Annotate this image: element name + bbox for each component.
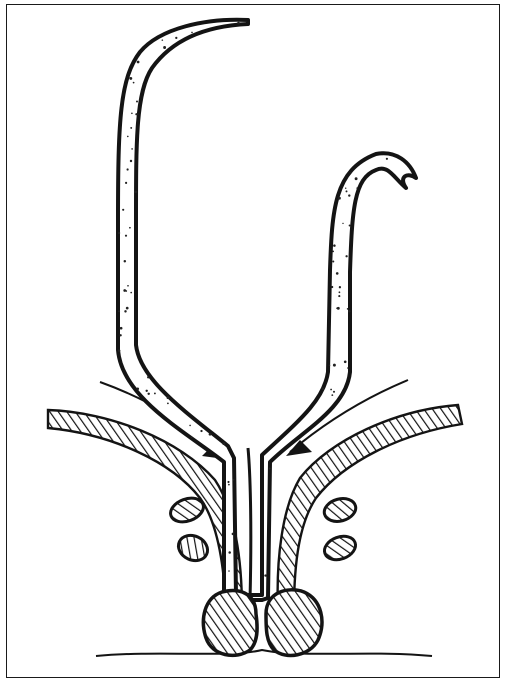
stipple-dot [329,365,331,367]
stipple-dot [162,39,164,41]
stipple-dot [336,272,339,275]
right-lower-node [321,532,359,564]
stipple-dot [175,37,177,39]
stipple-dot [232,533,235,536]
stipple-dot [348,194,350,196]
stipple-dot [127,136,129,138]
stipple-dot [228,551,231,554]
stipple-dot [333,364,336,367]
stipple-dot [338,295,340,297]
stipple-dot [136,387,139,390]
stipple-dot [333,391,335,393]
right-diagonal-band [278,405,462,610]
stipple-dot [167,403,169,405]
stipple-dot [228,570,230,572]
tube-septum [248,448,251,600]
stipple-dot [129,227,131,229]
stipple-dot [345,187,346,188]
stipple-dot [120,327,123,330]
stipple-dot [130,127,132,129]
stipple-dot [209,433,212,436]
stipple-dot [163,46,166,49]
stipple-dot [130,160,132,162]
stipple-dot [167,396,170,399]
stipple-dot [346,190,348,192]
stipple-dot [331,286,333,288]
stipple-dot [126,307,129,310]
stipple-dot [137,61,140,64]
stipple-dot [386,158,388,160]
stipple-dot [338,197,341,200]
stipple-dot [348,310,350,312]
stipple-dot [233,479,235,481]
stipple-dot [200,430,202,432]
stipple-dot [122,209,124,211]
y-shaped-tube [118,20,416,600]
stipple-dot [350,172,352,174]
stipple-dot [227,481,229,483]
stipple-dot [137,113,139,115]
stipple-dot [136,101,138,103]
stipple-dot [331,394,333,396]
stipple-dot [154,392,156,394]
right-upper-node [322,495,359,525]
stipple-dot [355,177,358,180]
left-base-mass [203,591,257,656]
stipple-dot [130,292,132,294]
stipple-dot [344,360,347,363]
stipple-dot [147,393,149,395]
stipple-dot [191,32,193,34]
stipple-dot [228,484,230,486]
stipple-dot [131,113,133,115]
tube-outline [118,20,416,600]
stipple-dot [118,232,120,234]
stipple-dot [333,244,336,247]
stipple-dot [264,574,266,576]
stipple-dot [118,349,121,352]
stipple-dot [269,468,271,470]
stipple-dot [189,425,191,427]
stipple-dot [339,291,341,293]
right-base-mass [266,590,322,656]
stipple-dot [342,223,343,224]
stipple-dot [356,187,358,189]
stipple-dot [322,387,324,389]
stipple-dot [125,235,127,237]
stipple-dot [127,285,129,287]
stipple-dot [129,77,132,80]
stipple-dot [347,308,349,310]
stipple-dot [131,148,133,150]
base-line [96,650,432,656]
stipple-dot [118,310,120,312]
stipple-dot [330,389,332,391]
stipple-dot [123,289,126,292]
stipple-dot [347,367,349,369]
stipple-dot [124,310,126,312]
stipple-dot [237,22,240,25]
stipple-dot [125,182,127,184]
stipple-dot [191,437,193,439]
stipple-dot [119,334,121,336]
stipple-dot [222,442,225,445]
stipple-dot [134,190,137,193]
stipple-dot [127,168,129,170]
stipple-dot [339,286,341,288]
stipple-dot [147,376,149,378]
stipple-dot [124,260,126,262]
stipple-dot [337,307,340,310]
stipple-dot [332,250,334,252]
stipple-dot [133,82,135,84]
stipple-dot [349,225,351,227]
left-lower-node [174,531,211,565]
stipple-dot [345,255,347,257]
stipple-dot [146,390,148,392]
stipple-dot [332,260,334,262]
